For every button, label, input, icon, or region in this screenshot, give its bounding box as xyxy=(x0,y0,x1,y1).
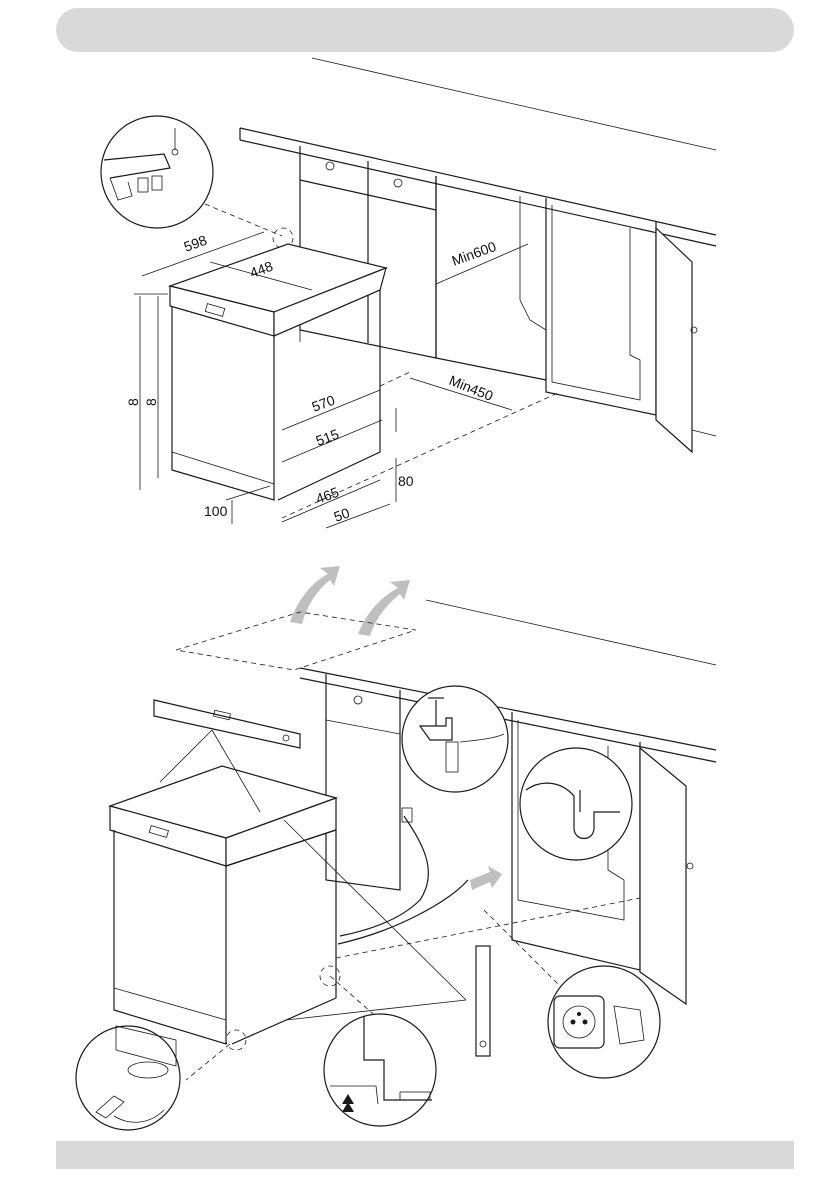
dim-80: 80 xyxy=(398,473,414,489)
hose-arrow xyxy=(470,866,502,890)
dim-min600: Min600 xyxy=(450,238,499,269)
dim-465: 465 xyxy=(314,484,342,507)
lower-illustration xyxy=(76,566,716,1130)
dim-570: 570 xyxy=(310,392,338,415)
dim-50: 50 xyxy=(332,504,352,524)
lift-arrow-left xyxy=(290,566,340,624)
dim-515: 515 xyxy=(314,426,342,449)
dim-height-right: 8 xyxy=(143,398,159,406)
dim-height-left: 8 xyxy=(125,398,141,406)
dim-min450: Min450 xyxy=(447,372,496,404)
lift-arrow-right xyxy=(358,580,410,636)
upper-illustration: 598 448 Min600 Min450 570 515 465 50 80 … xyxy=(101,58,716,528)
dim-100: 100 xyxy=(204,503,228,519)
dim-width: 598 xyxy=(182,232,210,255)
